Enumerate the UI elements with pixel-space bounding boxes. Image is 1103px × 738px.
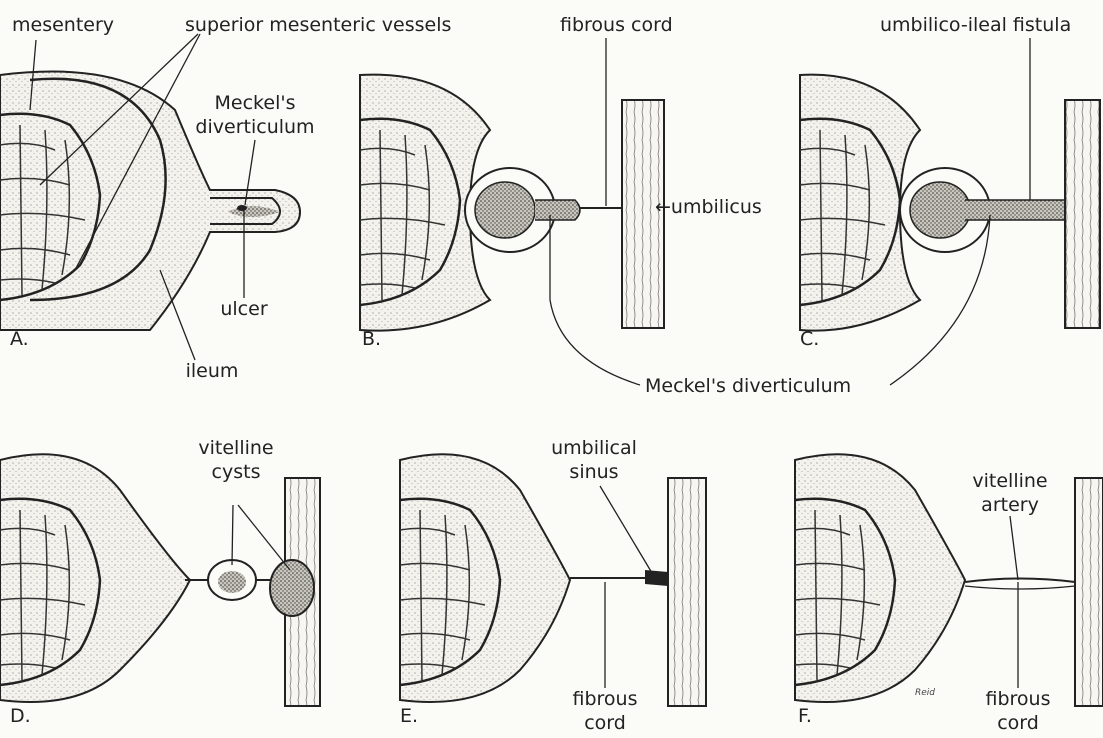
label-vitelline-cysts-line2: cysts xyxy=(212,461,261,483)
panel-f xyxy=(795,454,1103,706)
label-fibrous-cord-f-line2: cord xyxy=(997,712,1039,734)
panel-b xyxy=(360,75,664,331)
panel-letter-f: F. xyxy=(798,705,812,727)
label-ileum: ileum xyxy=(186,360,239,382)
label-umbilico-ileal-fistula: umbilico-ileal fistula xyxy=(880,14,1071,36)
label-meckels-diverticulum-a-line1: Meckel's xyxy=(215,92,296,114)
label-meckels-diverticulum-a-line2: diverticulum xyxy=(195,116,314,138)
label-superior-mesenteric-vessels: superior mesenteric vessels xyxy=(185,14,451,36)
panel-letter-c: C. xyxy=(800,328,819,350)
label-umbilicus: ←umbilicus xyxy=(655,196,762,218)
panel-letter-e: E. xyxy=(400,705,418,727)
label-fibrous-cord-e-line2: cord xyxy=(584,712,626,734)
label-ulcer: ulcer xyxy=(220,298,267,320)
label-umbilical-sinus-line2: sinus xyxy=(569,461,618,483)
label-fibrous-cord-f-line1: fibrous xyxy=(986,688,1051,710)
label-vitelline-artery-line2: artery xyxy=(981,494,1039,516)
panel-letter-a: A. xyxy=(10,328,29,350)
label-mesentery: mesentery xyxy=(12,14,114,36)
artist-signature: Reid xyxy=(915,688,935,698)
panel-c xyxy=(800,75,1100,331)
panel-letter-d: D. xyxy=(10,705,31,727)
label-fibrous-cord-e-line1: fibrous xyxy=(573,688,638,710)
panel-d xyxy=(0,454,320,706)
panel-letter-b: B. xyxy=(362,328,381,350)
label-vitelline-artery-line1: vitelline xyxy=(972,470,1047,492)
label-vitelline-cysts-line1: vitelline xyxy=(198,437,273,459)
label-umbilical-sinus-line1: umbilical xyxy=(551,437,637,459)
panel-e xyxy=(400,454,706,706)
label-meckels-diverticulum-shared: Meckel's diverticulum xyxy=(645,375,851,397)
label-fibrous-cord-b: fibrous cord xyxy=(560,14,673,36)
